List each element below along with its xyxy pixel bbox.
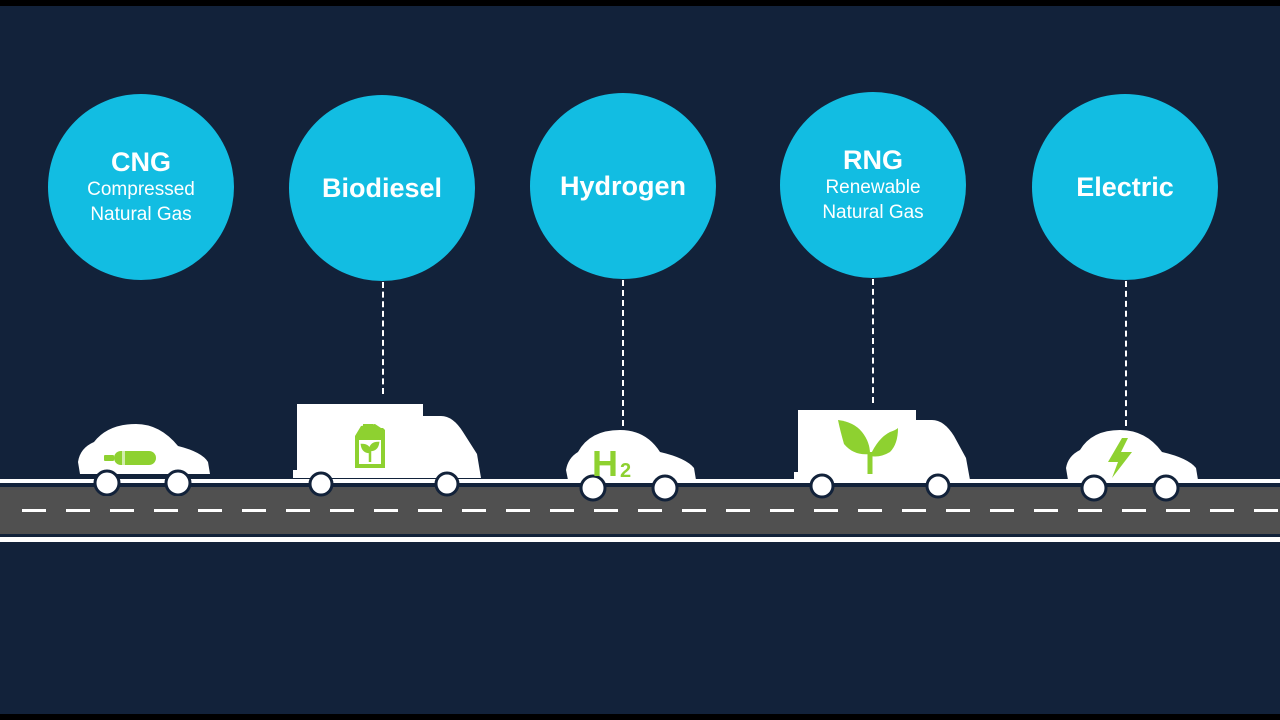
h2-icon-subscript: 2 (620, 460, 631, 482)
lane-dash (1122, 509, 1146, 512)
lane-dash (286, 509, 310, 512)
wheel (651, 474, 679, 502)
lane-dash (506, 509, 530, 512)
fuel-title-rng: RNG (843, 145, 903, 175)
road-top-gap (0, 483, 1280, 487)
lane-dash (550, 509, 574, 512)
lane-dash (858, 509, 882, 512)
fuel-circle-rng: RNG Renewable Natural Gas (780, 92, 966, 278)
fuel-circle-hydrogen: Hydrogen (530, 93, 716, 279)
lane-dash (462, 509, 486, 512)
fuel-subtitle-cng-line2: Natural Gas (90, 204, 192, 225)
lane-dash (1166, 509, 1190, 512)
lane-dash (1210, 509, 1234, 512)
connector-hydrogen (622, 280, 624, 426)
fuel-circle-cng: CNG Compressed Natural Gas (48, 94, 234, 280)
fuel-title-biodiesel: Biodiesel (321, 173, 443, 203)
fuel-subtitle-rng-line2: Natural Gas (822, 202, 924, 223)
sprout-icon (838, 420, 898, 474)
h2-icon-letter: H (592, 443, 618, 484)
lane-markings (22, 509, 1278, 512)
wheel (809, 473, 835, 499)
lane-dash (726, 509, 750, 512)
lightning-bolt-icon (1108, 438, 1132, 478)
lane-dash (66, 509, 90, 512)
fuel-circle-electric: Electric (1032, 94, 1218, 280)
lane-dash (990, 509, 1014, 512)
lane-dash (638, 509, 662, 512)
infographic-canvas: CNG Compressed Natural Gas Biodiesel Hyd… (0, 6, 1280, 714)
lane-dash (22, 509, 46, 512)
lane-dash (1078, 509, 1102, 512)
lane-dash (682, 509, 706, 512)
lane-dash (374, 509, 398, 512)
lane-dash (154, 509, 178, 512)
fuel-circle-biodiesel: Biodiesel (289, 95, 475, 281)
lane-dash (330, 509, 354, 512)
car-body (78, 424, 210, 474)
lane-dash (110, 509, 134, 512)
wheel (925, 473, 951, 499)
lane-dash (418, 509, 442, 512)
lane-dash (1034, 509, 1058, 512)
wheel (1080, 474, 1108, 502)
lane-dash (814, 509, 838, 512)
wheel (164, 469, 192, 496)
lane-dash (946, 509, 970, 512)
truck-rng (794, 410, 970, 499)
fuel-title-hydrogen: Hydrogen (559, 171, 686, 201)
lane-dash (198, 509, 222, 512)
lane-dash (770, 509, 794, 512)
car-electric (1066, 430, 1198, 502)
wheel (93, 469, 121, 496)
connector-biodiesel (382, 282, 384, 394)
lane-dash (1254, 509, 1278, 512)
truck-body (293, 404, 481, 478)
connector-rng (872, 279, 874, 403)
road (0, 479, 1280, 542)
car-body (566, 430, 696, 480)
wheel (434, 471, 460, 497)
fuel-title-cng: CNG (111, 147, 171, 177)
fuel-subtitle-cng-line1: Compressed (87, 179, 195, 200)
lane-dash (242, 509, 266, 512)
truck-biodiesel (293, 404, 481, 497)
fuel-canister-leaf-icon (355, 424, 385, 468)
wheel (308, 471, 334, 497)
road-bottom-gap (0, 534, 1280, 537)
gas-cylinder-icon (104, 451, 156, 465)
wheel (579, 474, 607, 502)
wheel (1152, 474, 1180, 502)
car-hydrogen: H 2 (566, 430, 696, 502)
lane-dash (902, 509, 926, 512)
fuel-subtitle-rng-line1: Renewable (825, 177, 921, 198)
car-body (1066, 430, 1198, 480)
h2-icon: H 2 (592, 443, 631, 484)
car-cng (78, 424, 210, 496)
lane-dash (594, 509, 618, 512)
fuel-title-electric: Electric (1076, 172, 1174, 202)
connector-electric (1125, 281, 1127, 426)
